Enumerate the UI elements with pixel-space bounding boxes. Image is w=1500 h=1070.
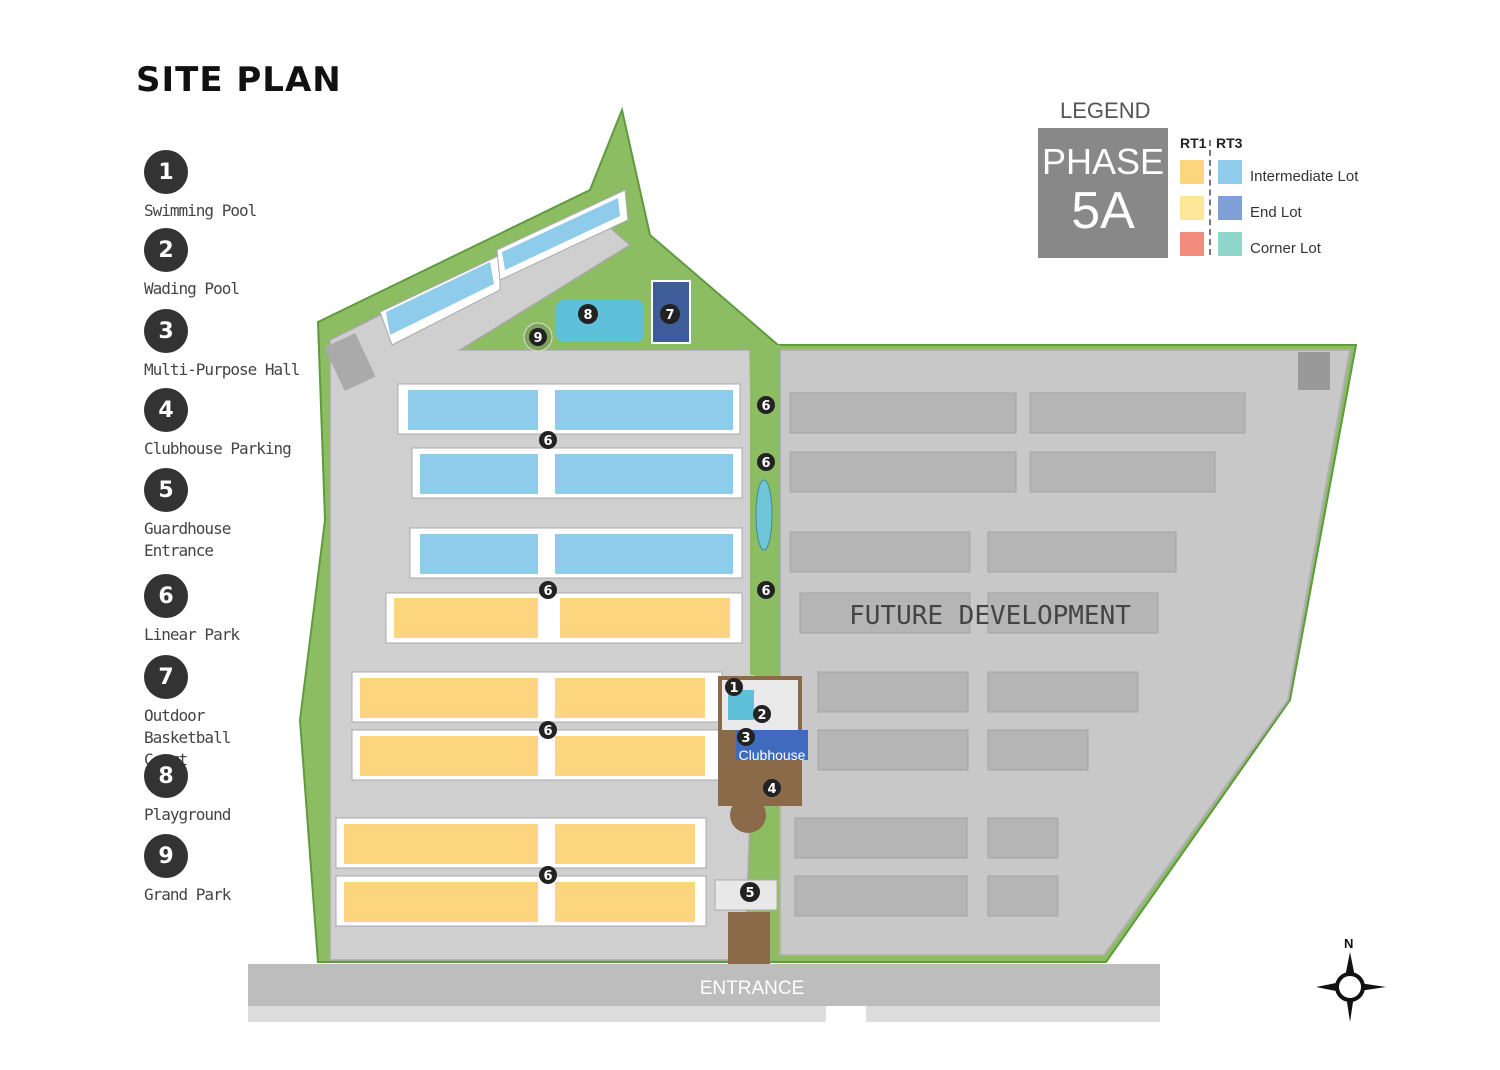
map-markers: 1 2 3 4 5 6 6 6 6 6 6 6 7 8 9 — [529, 304, 781, 902]
legend-label-intermediate: Intermediate Lot — [1250, 168, 1359, 185]
svg-text:5: 5 — [745, 886, 754, 901]
svg-text:1: 1 — [729, 681, 738, 696]
amenity-label: Linear Park — [144, 625, 240, 644]
legend-col-rt1: RT1 — [1180, 135, 1207, 151]
entrance-label: ENTRANCE — [700, 978, 805, 999]
phase-label: PHASE — [1041, 141, 1165, 182]
svg-text:8: 8 — [583, 308, 592, 323]
legend-divider — [1209, 140, 1211, 255]
amenity-item-3: 3 Multi-Purpose Hall — [144, 309, 334, 381]
legend-swatch-rt3-end — [1218, 196, 1242, 220]
amenity-label: Outdoor Basketball Court — [144, 706, 231, 769]
legend-label-end: End Lot — [1250, 204, 1302, 221]
amenity-number: 2 — [144, 228, 188, 272]
compass-icon — [1316, 952, 1386, 1022]
amenity-item-6: 6 Linear Park — [144, 574, 334, 646]
amenity-number: 8 — [144, 754, 188, 798]
entrance-road — [248, 964, 1160, 1006]
amenity-number: 7 — [144, 655, 188, 699]
svg-text:6: 6 — [543, 724, 552, 739]
amenity-label: Guardhouse Entrance — [144, 519, 231, 560]
amenity-number: 6 — [144, 574, 188, 618]
legend-swatch-rt1-end — [1180, 196, 1204, 220]
amenity-number: 9 — [144, 834, 188, 878]
compass-north-label: N — [1344, 936, 1354, 951]
future-blocks — [789, 392, 1246, 917]
amenity-number: 1 — [144, 150, 188, 194]
svg-text:9: 9 — [533, 331, 542, 346]
svg-text:6: 6 — [543, 434, 552, 449]
legend-col-rt3: RT3 — [1216, 135, 1243, 151]
amenity-label: Playground — [144, 805, 231, 824]
future-development-area — [779, 349, 1352, 956]
amenity-label: Wading Pool — [144, 279, 240, 298]
legend-swatch-rt3-intermediate — [1218, 160, 1242, 184]
amenity-label: Clubhouse Parking — [144, 439, 292, 458]
amenity-item-4: 4 Clubhouse Parking — [144, 388, 334, 460]
amenity-label: Multi-Purpose Hall — [144, 360, 300, 379]
entrance-sidewalk-left — [248, 1006, 826, 1022]
amenity-item-9: 9 Grand Park — [144, 834, 334, 906]
legend-title: LEGEND — [1060, 98, 1151, 123]
svg-text:7: 7 — [665, 308, 674, 323]
amenity-number: 3 — [144, 309, 188, 353]
clubhouse-label: Clubhouse — [739, 747, 806, 763]
svg-text:4: 4 — [767, 782, 776, 797]
amenity-park — [523, 280, 691, 352]
svg-text:6: 6 — [543, 869, 552, 884]
linear-park-pond — [755, 479, 773, 551]
future-development-label: FUTURE DEVELOPMENT — [849, 601, 1131, 631]
svg-text:6: 6 — [543, 584, 552, 599]
phase-number: 5A — [1071, 182, 1135, 240]
svg-text:6: 6 — [761, 584, 770, 599]
north-guardhouse — [324, 333, 376, 391]
amenity-item-7: 7 Outdoor Basketball Court — [144, 655, 274, 771]
svg-text:2: 2 — [757, 708, 766, 723]
amenity-item-5: 5 Guardhouse Entrance — [144, 468, 254, 562]
entrance-sidewalk-right — [866, 1006, 1160, 1022]
rt1-rows — [335, 592, 743, 927]
page-title: SITE PLAN — [136, 60, 342, 100]
amenity-number: 4 — [144, 388, 188, 432]
amenity-item-1: 1 Swimming Pool — [144, 150, 334, 222]
amenity-item-8: 8 Playground — [144, 754, 334, 826]
legend-swatch-rt1-intermediate — [1180, 160, 1204, 184]
amenity-number: 5 — [144, 468, 188, 512]
north-block — [379, 189, 629, 346]
legend-swatch-rt3-corner — [1218, 232, 1242, 256]
amenity-label: Swimming Pool — [144, 201, 257, 220]
legend-swatch-rt1-corner — [1180, 232, 1204, 256]
amenity-label: Grand Park — [144, 885, 231, 904]
svg-text:6: 6 — [761, 456, 770, 471]
svg-text:3: 3 — [741, 731, 750, 746]
rt3-rows — [397, 383, 743, 579]
legend-label-corner: Corner Lot — [1250, 240, 1321, 257]
future-guardhouse — [1298, 352, 1330, 390]
svg-text:6: 6 — [761, 399, 770, 414]
amenity-item-2: 2 Wading Pool — [144, 228, 334, 300]
phase-box: PHASE 5A — [1038, 128, 1168, 258]
